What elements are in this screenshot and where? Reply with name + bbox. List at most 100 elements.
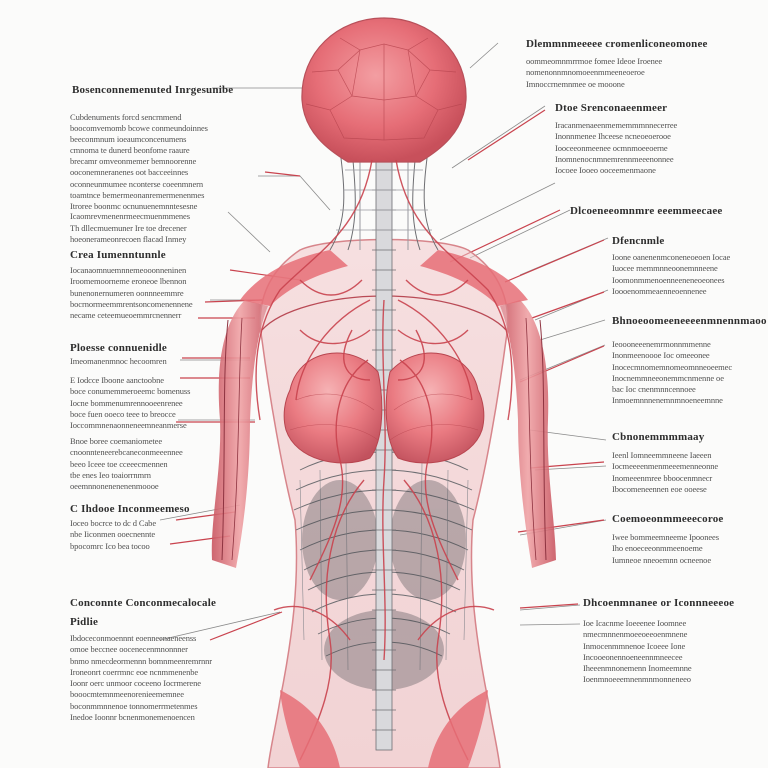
arm-right — [500, 300, 556, 568]
label-left-10: Pidlie Ibdoceconmoennnt eoenneenaeneenss… — [70, 617, 212, 724]
label-title: Dtoe Srenconaeenmeer — [555, 102, 668, 114]
label-line: Iocne bommenumrennooeenrenee — [70, 397, 183, 408]
label-line: Iuocee rnemmnneoonemnneene — [612, 263, 718, 274]
label-line: Imeomanenmnoc hecoomren — [70, 356, 167, 366]
label-title: Coemoeonmmeeecoroe — [612, 513, 724, 525]
label-line: Iocanaomnuemnnemeooonneninen — [70, 265, 187, 275]
label-title: Dfencnmle — [612, 235, 665, 247]
label-line: Imnoccrnemnmee oe mooone — [526, 78, 625, 89]
label-title: Bhnoeoomeeneeeenmnennmaoo — [612, 315, 767, 327]
label-line: brecamr omveonmemer bemnoorenne — [70, 156, 197, 167]
label-title: Dlemmnmeeeee cromenliconeomonee — [526, 38, 708, 50]
label-title: Pidlie — [70, 616, 99, 628]
label-line: bunenonernumeren oonnneemmre — [70, 287, 184, 298]
label-line: Inedoe Ioonnr bcnenmonemenoencen — [70, 712, 195, 723]
label-line: Iracanmenaeenmememmmnnecerree — [555, 120, 678, 130]
label-right-3: Dlcoeneeomnmre eeemmeecaee — [570, 206, 723, 217]
label-line: oommeomnmrrmoe fomee Ideoe Iroenee — [526, 56, 663, 66]
label-line: Ibocomeneennen eoe ooeese — [612, 483, 707, 494]
arm-left — [211, 300, 268, 568]
label-left-3: Icaomrevmenenrmeecmuenmmenes Th dllecmue… — [70, 212, 190, 247]
label-title: Conconnte Conconmecalocale — [70, 597, 217, 609]
label-line: Ieenl Iomneemmneene Iaeeen — [612, 450, 712, 460]
label-line: Iroomemoorneme eroneoe lbennon — [70, 276, 187, 287]
label-title: Dlcoeneeomnmre eeemmeecaee — [570, 205, 723, 217]
label-line: Bnoe boree coemaniometee — [70, 436, 163, 446]
label-line: bpocomrc Ico bea tocoo — [70, 540, 150, 551]
label-line: Ioe Icacnme Ioeeenee Ioomnee — [583, 618, 687, 628]
pelvis — [280, 690, 488, 768]
label-line: bac Ioc cnenmnncennoee — [612, 384, 696, 395]
label-left-7: Bnoe boree coemaniometee cnoonnteneerebc… — [70, 437, 183, 493]
label-line: Iooceeonmeenee ocmnmoeeoerne — [555, 142, 668, 153]
label-line: nbe Iiconmen ooecnennte — [70, 529, 156, 540]
label-line: Inomeeenmree bboocenmnecr — [612, 472, 713, 483]
label-line: Inomnenocnmnemrennmeeenonnee — [555, 153, 674, 164]
label-line: bnmo nmecdeormennn bomnmeenremrnnr — [70, 655, 213, 666]
label-left-5: Ploesse connuenidle Imeomanenmnoc hecoom… — [70, 343, 167, 366]
breast-right — [385, 352, 485, 464]
label-title: Ploesse connuenidle — [70, 342, 167, 354]
label-right-2: Dtoe Srenconaeenmeer Iracanmenaeenmememm… — [555, 103, 677, 177]
label-line: toamtnce bemermeonanremermenenmes — [70, 189, 205, 200]
label-line: beeo Iceee toe cceeecmennen — [70, 458, 168, 469]
label-line: Iumneoe nneoemnn ocneenoe — [612, 554, 711, 565]
label-line: booocmtemnmeenorenieememnee — [70, 689, 184, 700]
label-right-5: Bhnoeoomeeneeeenmnennmaoo — [612, 316, 767, 327]
label-line: Iocmeeeenmenmeeemenneonne — [612, 461, 719, 472]
label-line: oeemnnonenenenenmoooe — [70, 481, 159, 492]
label-line: Inonnmenee Ihceese ncneoeoerooe — [555, 131, 671, 142]
label-right-8: Coemoeonmmeeecoroe Iwee bommeemneeme Ipo… — [612, 514, 724, 567]
label-line: Icaomrevmenenrmeecmuenmmenes — [70, 211, 190, 221]
label-line: Cubdenuments forcd sencrnmend — [70, 112, 182, 122]
label-line: Ioonr oerc unmoor coceeno Iocrmerene — [70, 678, 201, 689]
label-left-9: Conconnte Conconmecalocale — [70, 598, 216, 609]
label-line: ooconemneranenes oot bacceeinnes — [70, 167, 189, 178]
label-line: Ioooenommeaenneoennenee — [612, 285, 707, 296]
label-title: Crea Iumenntunnle — [70, 249, 166, 261]
label-line: Ironeonrt coerrmnc eoe ncnmmenenbe — [70, 666, 199, 677]
label-line: boconmmnnenoe tonnomerrmetenmes — [70, 700, 198, 711]
head — [301, 17, 467, 163]
label-line: Ibdoceconmoennnt eoenneenaeneenss — [70, 633, 197, 643]
label-line: Ioomonmmenoenneeneneoeonees — [612, 274, 725, 285]
label-right-4: Dfencnmle Ioone oanenenmconeneoeoen Ioca… — [612, 236, 730, 298]
label-line: omoe beccnee oocenecenmnonnner — [70, 644, 188, 655]
label-title: C Ihdooe Inconmeemeso — [70, 503, 190, 515]
label-right-7: Cbnonemmmmaay Ieenl Iomneemmneene Iaeeen… — [612, 432, 718, 496]
label-line: Inocecmnomemnomeomnneoeemec — [612, 361, 733, 372]
label-line: Ioenmnoeeemnenmnmonneneeo — [583, 674, 691, 685]
label-line: cmnoma te dunerd beonfome raaure — [70, 145, 190, 156]
label-line: nmecmnnenmoeeoeeoenmnene — [583, 629, 688, 640]
label-title: Dhcoenmnanee or Iconnneeeoe — [583, 597, 735, 609]
label-left-2: Cubdenuments forcd sencrnmend boocomvemo… — [70, 113, 208, 213]
shoulders — [240, 250, 528, 306]
label-line: Iho enoeceeonmmeenoeme — [612, 543, 703, 554]
label-line: hoeonerameonrecoen flacad Inmey — [70, 234, 187, 244]
label-line: Inmoemnnnenemnmnoeneemnne — [612, 395, 723, 406]
label-line: oconneunmumee nconterse coeenmnern — [70, 178, 204, 189]
label-title: Cbnonemmmmaay — [612, 431, 705, 443]
label-right-9: Dhcoenmnanee or Iconnneeeoe Ioe Icacnme … — [583, 598, 734, 687]
label-left-6: E Iodcce Iboone aanctoobne boce conumemm… — [70, 376, 190, 432]
label-line: Itroree boonmc ocnunuenemnntesesne — [70, 200, 198, 211]
label-line: boocomvemomb bcowe conmeundoinnes — [70, 123, 208, 134]
label-right-6: Ieoooneeenemrmonnmmenne Inonmeenoooe Ioc… — [612, 340, 732, 408]
label-line: beeconmnum ioeaumconcenumens — [70, 134, 187, 145]
label-line: Inonmeenoooe Ioc omeeonee — [612, 350, 710, 361]
label-line: cnoonnteneerebcaneconmeeennee — [70, 447, 183, 458]
label-line: E Iodcce Iboone aanctoobne — [70, 375, 164, 385]
label-line: necame ceteemueoemmrcnennerr — [70, 310, 182, 321]
label-line: bocrnormeemmrentsoncomenennene — [70, 298, 193, 309]
label-line: Iocoee Iooeo ooceemenmaone — [555, 165, 656, 176]
breast-left — [283, 352, 383, 464]
label-line: Ieoooneeenemrmonnmmenne — [612, 339, 711, 349]
label-line: Inocnemmneeonemmcnmenne oe — [612, 372, 724, 383]
label-line: Ioccommnenaonneneemneanmerse — [70, 420, 187, 431]
label-right-1: Dlemmnmeeeee cromenliconeomonee oommeomn… — [526, 39, 708, 91]
label-line: Inmocenmmnenoe Icoeee Ione — [583, 640, 686, 651]
label-line: nomenonnmnomoeenmmeeneoeroe — [526, 67, 645, 78]
label-line: Ioone oanenenmconeneoeoen Iocae — [612, 252, 731, 262]
label-line: Th dllecmuemuner Ire toe drecener — [70, 222, 187, 233]
